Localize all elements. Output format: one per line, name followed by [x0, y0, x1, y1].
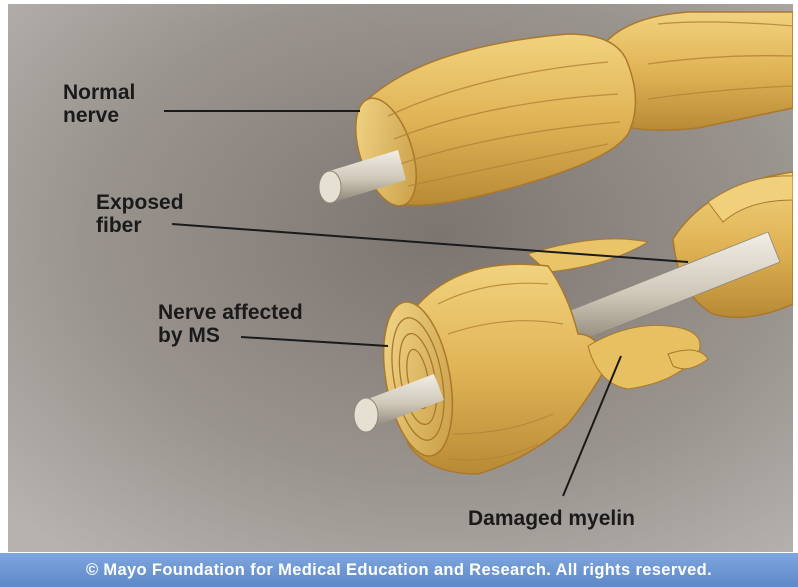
- label-nerve-affected: Nerve affected by MS: [158, 301, 303, 347]
- label-damaged-myelin: Damaged myelin: [468, 507, 635, 530]
- normal-fiber-end: [319, 171, 341, 203]
- copyright-footer: © Mayo Foundation for Medical Education …: [0, 553, 798, 587]
- damaged-fiber-end: [354, 398, 378, 432]
- label-exposed-fiber: Exposed fiber: [96, 191, 184, 237]
- copyright-text: © Mayo Foundation for Medical Education …: [86, 561, 712, 580]
- label-normal-nerve: Normal nerve: [63, 81, 135, 127]
